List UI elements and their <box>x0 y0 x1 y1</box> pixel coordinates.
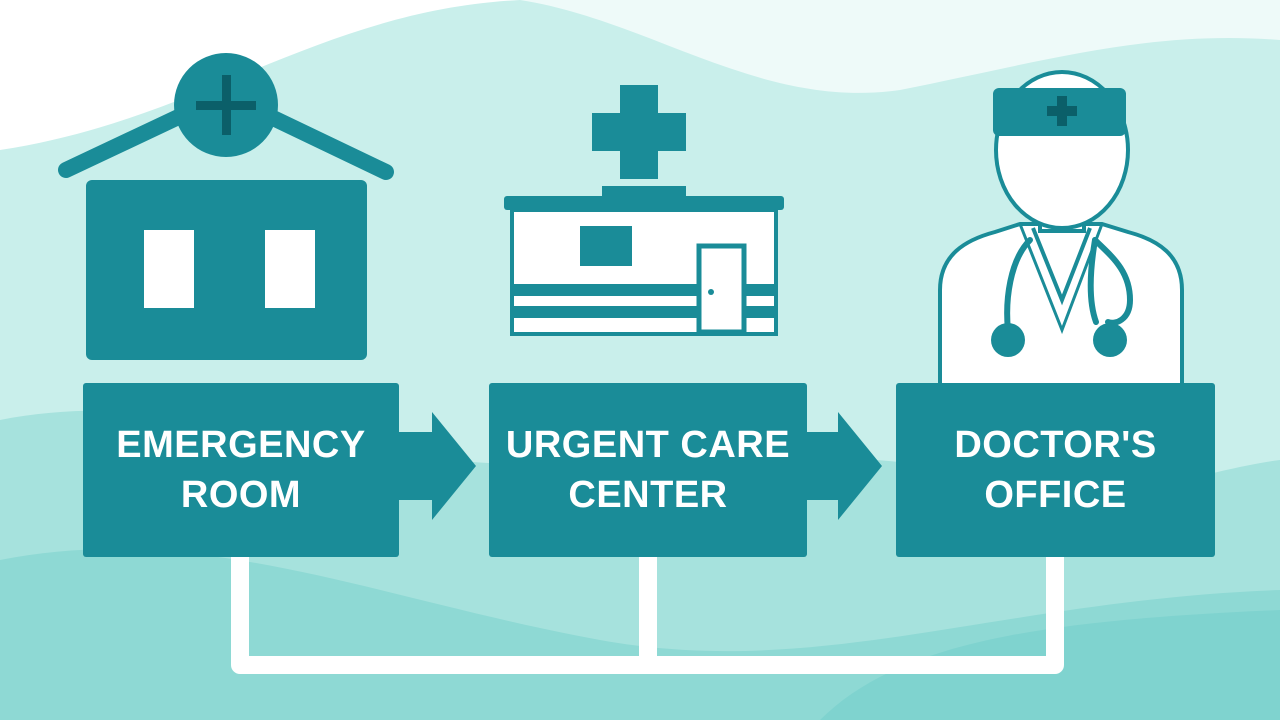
arrow-uc-to-doc <box>806 412 882 520</box>
hospital-building-icon <box>58 53 394 360</box>
node-urgent-care-center: URGENT CARE CENTER <box>489 383 807 557</box>
clinic-building-icon <box>504 85 784 336</box>
arrow-er-to-uc <box>398 412 476 520</box>
node-doctors-office-label: DOCTOR'S OFFICE <box>954 424 1157 516</box>
connector-bracket <box>231 555 1064 674</box>
node-doctors-office: DOCTOR'S OFFICE <box>896 383 1215 557</box>
background-wave-top <box>520 0 1280 93</box>
node-emergency-room: EMERGENCY ROOM <box>83 383 399 557</box>
node-emergency-room-label: EMERGENCY ROOM <box>116 424 366 516</box>
doctor-icon <box>938 70 1184 387</box>
node-urgent-care-center-label: URGENT CARE CENTER <box>505 424 791 516</box>
